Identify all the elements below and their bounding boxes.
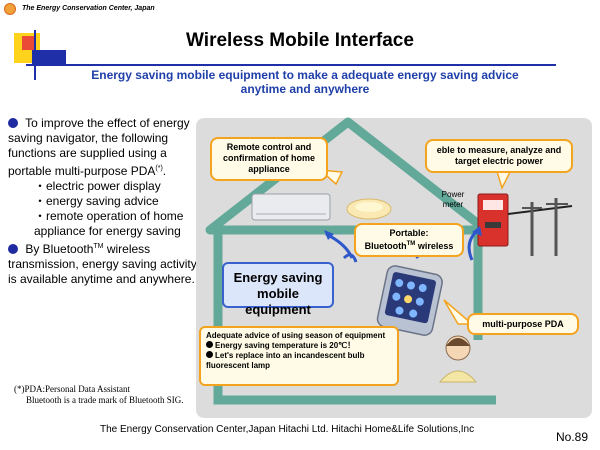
description-paragraph-2: By BluetoothTM wireless transmission, en…	[8, 239, 198, 287]
air-conditioner-icon	[251, 193, 331, 221]
bullet-icon	[8, 244, 18, 254]
function-item: ・remote operation of home appliance for …	[34, 209, 184, 238]
decor-vertical-line	[34, 30, 36, 80]
function-item: ・energy saving advice	[34, 194, 159, 208]
power-line	[507, 205, 573, 215]
callout-remote-control: Remote control and confirmation of home …	[210, 137, 328, 181]
bullet-icon	[8, 118, 18, 128]
power-meter-label: Power meter	[441, 190, 465, 209]
pda-note-marker: (*)	[155, 165, 163, 172]
org-name: The Energy Conservation Center, Japan	[22, 5, 155, 12]
energy-saving-equipment-label: Energy saving mobile equipment	[222, 262, 334, 317]
footnote-pda: (*)PDA:Personal Data Assistant	[14, 384, 130, 394]
pda-device-icon	[376, 265, 443, 336]
bullet-icon	[206, 351, 213, 358]
bullet-icon	[206, 341, 213, 348]
para1-text: To improve the effect of energy saving n…	[8, 116, 190, 178]
advice-title: Adequate advice of using season of equip…	[206, 331, 386, 340]
decor-red-square	[22, 36, 36, 50]
para2-text-cont: wireless transmission, energy saving act…	[8, 242, 197, 286]
description-paragraph-1: To improve the effect of energy saving n…	[8, 116, 198, 179]
callout-measure: eble to measure, analyze and target elec…	[425, 139, 573, 173]
footer-credits: The Energy Conservation Center,Japan Hit…	[100, 424, 475, 435]
decor-blue-bar	[32, 50, 66, 64]
portable-line1: Portable:	[389, 228, 429, 238]
description-text: To improve the effect of energy saving n…	[8, 116, 198, 287]
footnotes: (*)PDA:Personal Data Assistant Bluetooth…	[14, 384, 183, 406]
tm-mark: TM	[93, 243, 104, 250]
advice-item: Energy saving temperature is 20℃！	[206, 341, 392, 351]
person-icon	[438, 335, 478, 383]
advice-callout: Adequate advice of using season of equip…	[199, 326, 399, 386]
page-title: Wireless Mobile Interface	[186, 30, 414, 51]
org-logo-icon	[4, 3, 16, 15]
callout-portable: Portable: BluetoothTM wireless	[354, 223, 464, 257]
portable-line2: BluetoothTM wireless	[364, 241, 454, 251]
callout-pda: multi-purpose PDA	[467, 313, 579, 335]
footnote-bluetooth: Bluetooth is a trade mark of Bluetooth S…	[26, 395, 184, 405]
page-subtitle: Energy saving mobile equipment to make a…	[91, 68, 519, 96]
house-wall-left	[213, 226, 496, 405]
title-underline	[26, 64, 556, 66]
advice-item: Let's replace into an incandescent bulb …	[206, 351, 365, 370]
page-number: No.89	[556, 430, 589, 444]
function-item: ・electric power display	[34, 179, 161, 193]
para1-period: .	[162, 164, 167, 178]
para2-text: By Bluetooth	[25, 242, 94, 256]
